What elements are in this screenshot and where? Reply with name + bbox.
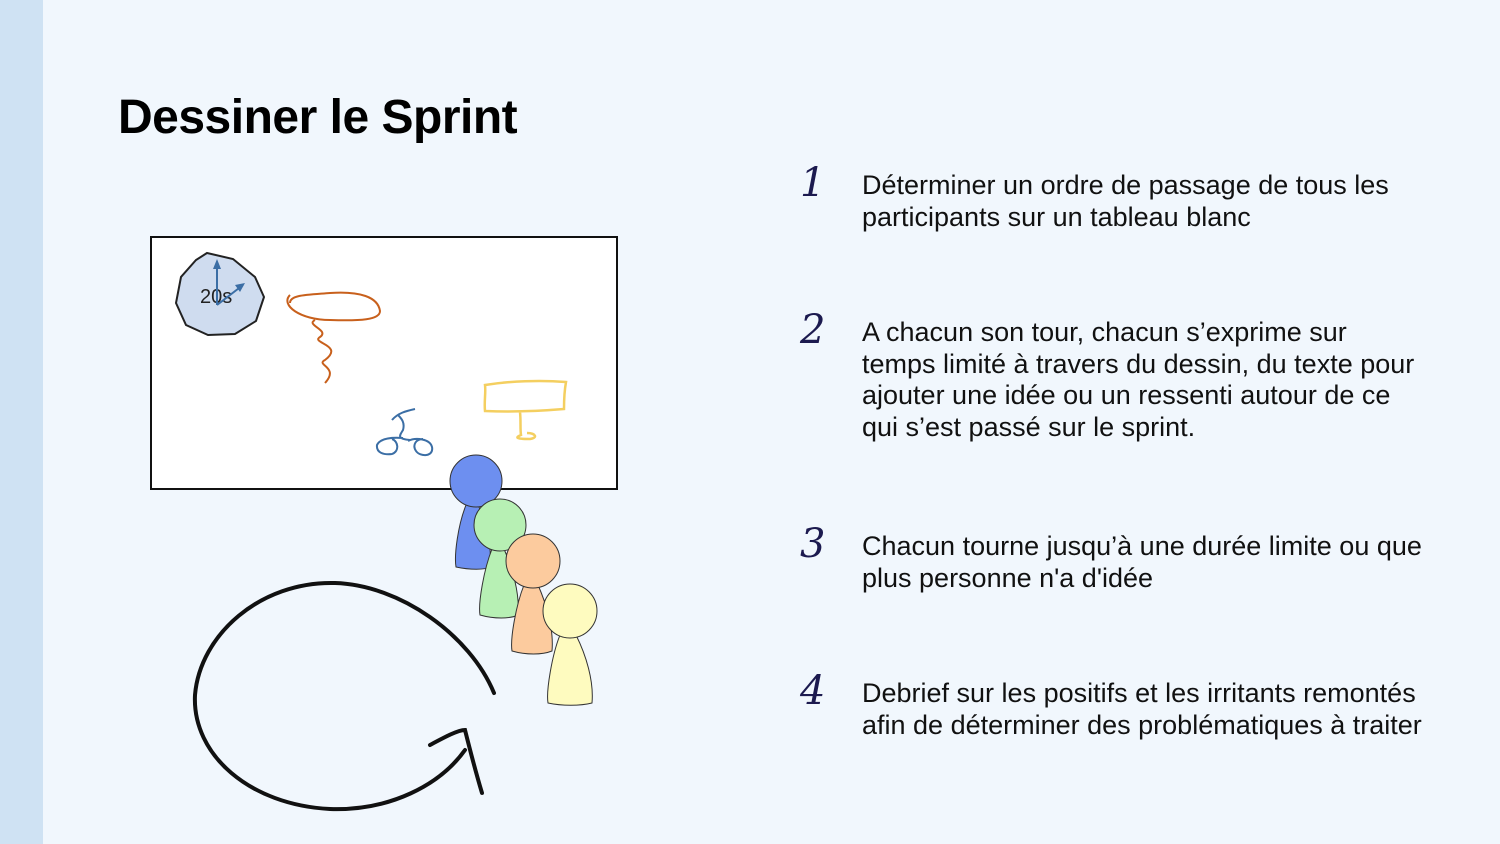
blue-doodle <box>375 408 434 457</box>
rotation-arrow <box>192 580 496 812</box>
step-3-text: Chacun tourne jusqu’à une durée limite o… <box>862 531 1422 593</box>
participant-yellow <box>542 583 598 706</box>
orange-doodle <box>286 291 382 384</box>
step-4-number: 4 <box>800 668 826 714</box>
step-3-number: 3 <box>800 521 826 567</box>
step-1-number: 1 <box>800 160 826 206</box>
timer-icon <box>174 251 266 337</box>
step-2-number: 2 <box>800 307 826 353</box>
step-4-text: Debrief sur les positifs et les irritant… <box>862 678 1422 740</box>
slide-title: Dessiner le Sprint <box>118 91 518 144</box>
step-2-text: A chacun son tour, chacun s’exprime sur … <box>862 317 1415 442</box>
yellow-doodle <box>483 379 568 441</box>
sprint-drawing-illustration: 20s <box>150 236 618 812</box>
side-accent-bar <box>0 0 43 844</box>
step-1-text: Déterminer un ordre de passage de tous l… <box>862 170 1389 232</box>
participant-orange <box>505 533 561 655</box>
rotation-arrowhead <box>428 727 484 795</box>
